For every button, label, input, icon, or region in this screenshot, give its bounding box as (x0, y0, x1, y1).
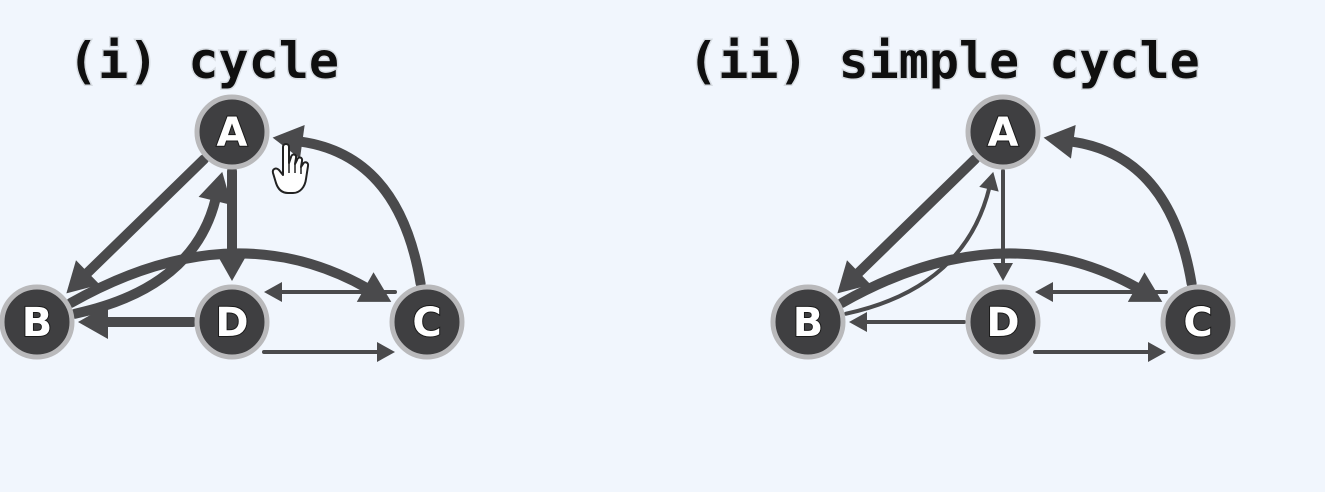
edge-B-A (70, 171, 232, 319)
node-B[interactable]: B (770, 284, 846, 360)
edge-C-A (272, 124, 426, 289)
panel-title-simple-cycle: (ii) simple cycle (688, 32, 1200, 90)
hand-pointer-icon (271, 143, 310, 194)
node-circle-D (194, 284, 270, 360)
node-circle-C (389, 284, 465, 360)
arrowhead-B-C (1127, 272, 1163, 302)
panel-cycle: (i) cycle A B D C (0, 31, 465, 362)
edge-C-A (1043, 124, 1197, 289)
edge-D-B (849, 312, 966, 332)
node-label: C (1183, 300, 1212, 346)
edge-D-C (1033, 342, 1166, 362)
node-circle-D (965, 284, 1041, 360)
arrowhead-C-A (1043, 124, 1076, 159)
arrowhead-D-B (849, 312, 867, 332)
node-C[interactable]: C (1160, 284, 1236, 360)
node-label: A (217, 110, 248, 156)
node-D[interactable]: D (965, 284, 1041, 360)
arrowhead-D-B (78, 305, 108, 339)
node-label: D (215, 300, 248, 346)
arrowhead-A-B (66, 260, 100, 294)
arrowhead-C-D (1035, 282, 1053, 302)
edge-D-C (262, 342, 395, 362)
node-A[interactable]: A (965, 94, 1041, 170)
node-label: C (412, 300, 441, 346)
node-circle-A (194, 94, 270, 170)
edge-line-B-C (65, 248, 372, 308)
edge-line-B-A (70, 194, 221, 319)
arrowhead-B-C (356, 272, 392, 302)
edge-line-C-A (1066, 136, 1197, 289)
edge-group-cycle (65, 124, 426, 362)
arrowhead-A-B (837, 260, 871, 294)
edge-line-B-C (836, 248, 1143, 308)
node-C[interactable]: C (389, 284, 465, 360)
node-group-cycle: A B D C (0, 94, 465, 360)
panel-simple-cycle: (ii) simple cycle A B D C (687, 31, 1236, 362)
edge-group-simple-cycle (836, 124, 1197, 362)
arrowhead-C-D (264, 282, 282, 302)
edge-A-B (837, 154, 981, 294)
edge-A-B (66, 154, 210, 294)
node-A[interactable]: A (194, 94, 270, 170)
node-group-simple-cycle: A B D C (770, 94, 1236, 360)
edge-B-A (844, 171, 999, 316)
node-label: D (986, 300, 1019, 346)
arrowhead-D-C (1148, 342, 1166, 362)
node-label: A (988, 110, 1019, 156)
edge-line-C-A (295, 136, 426, 289)
arrowhead-D-C (377, 342, 395, 362)
node-D[interactable]: D (194, 284, 270, 360)
node-label: B (22, 300, 53, 346)
arrowhead-A-D (993, 263, 1013, 281)
arrowhead-B-A (198, 171, 232, 206)
node-circle-C (1160, 284, 1236, 360)
edge-line-A-B (81, 154, 210, 279)
edge-B-C (65, 248, 392, 308)
node-label: B (793, 300, 824, 346)
arrowhead-B-A (979, 171, 999, 192)
arrowhead-C-A (272, 124, 305, 159)
node-circle-B (0, 284, 75, 360)
node-B[interactable]: B (0, 284, 75, 360)
edge-line-B-A (844, 185, 992, 316)
panel-title-cycle: (i) cycle (68, 32, 339, 90)
edge-D-B (78, 305, 198, 339)
node-circle-B (770, 284, 846, 360)
edge-line-A-B (852, 154, 981, 279)
node-circle-A (965, 94, 1041, 170)
edge-B-C (836, 248, 1163, 308)
